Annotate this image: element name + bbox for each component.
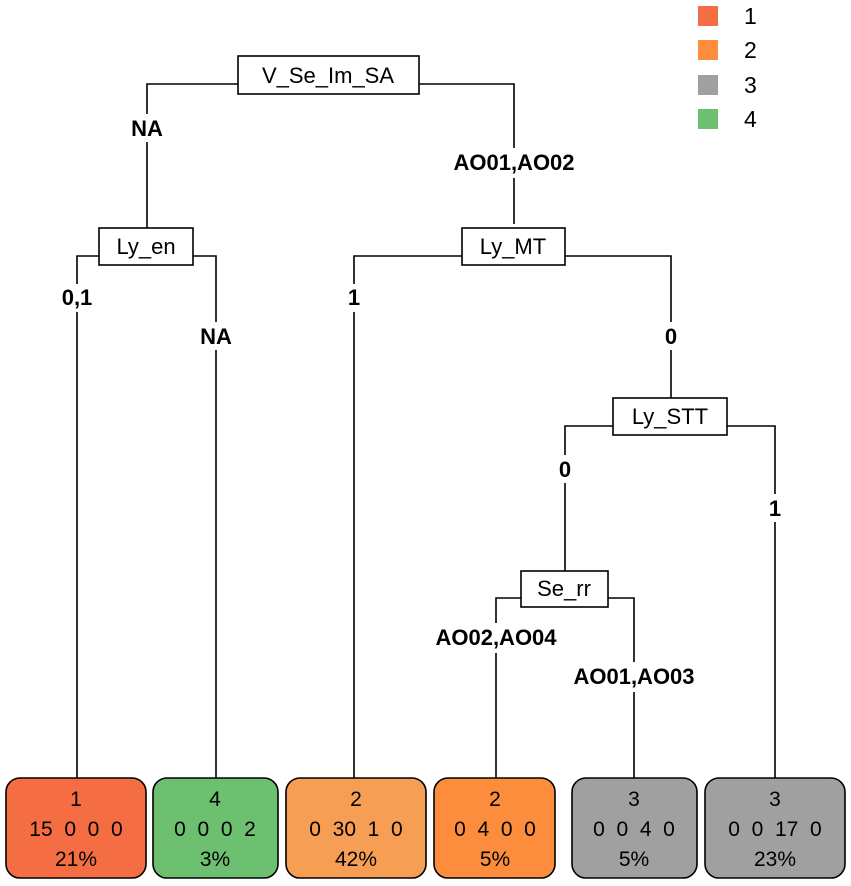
edge-root-left: [146, 83, 238, 230]
edge-ly-en-left: [76, 255, 99, 778]
legend-item-4: 4: [698, 106, 757, 132]
edge-label-ly-mt-left: 1: [348, 285, 360, 310]
legend-label-1: 1: [744, 3, 757, 29]
split-node-ly-en: Ly_en: [98, 227, 194, 266]
split-label-ly-en: Ly_en: [116, 234, 175, 259]
edge-labels: NA AO01,AO02 0,1 NA 1 0 0 1 AO02,AO04 AO…: [55, 114, 786, 692]
legend-item-1: 1: [698, 3, 757, 29]
leaf-class-5: 3: [628, 788, 640, 811]
edge-label-se-rr-right: AO01,AO03: [573, 664, 694, 689]
edge-label-ly-en-right: NA: [200, 324, 232, 349]
leaf-counts-5: 0 0 4 0: [593, 818, 675, 841]
legend-swatch-2: [698, 40, 718, 60]
leaf-counts-2: 0 0 0 2: [174, 818, 256, 841]
edge-ly-mt-right: [565, 255, 672, 398]
edge-ly-stt-right: [727, 425, 776, 778]
legend-swatch-4: [698, 109, 718, 129]
edge-label-ly-en-left: 0,1: [62, 285, 93, 310]
split-node-se-rr: Se_rr: [520, 570, 609, 608]
edge-ly-en-right: [193, 255, 217, 778]
split-node-ly-stt: Ly_STT: [612, 397, 728, 436]
leaf-counts-1: 15 0 0 0: [29, 818, 122, 841]
legend-label-2: 2: [744, 37, 757, 63]
split-nodes: V_Se_Im_SA Ly_en Ly_MT Ly_STT Se_rr: [98, 55, 728, 608]
split-label-root: V_Se_Im_SA: [262, 63, 394, 88]
split-label-ly-stt: Ly_STT: [632, 404, 708, 429]
leaf-pct-3: 42%: [335, 848, 377, 871]
edge-ly-stt-left: [564, 425, 613, 571]
leaf-counts-3: 0 30 1 0: [309, 818, 402, 841]
leaf-pct-4: 5%: [480, 848, 510, 871]
legend-label-4: 4: [744, 106, 757, 132]
leaf-box-2: [152, 777, 279, 879]
split-node-root: V_Se_Im_SA: [237, 55, 420, 95]
legend-label-3: 3: [744, 72, 757, 98]
leaf-pct-5: 5%: [619, 848, 649, 871]
leaf-box-1: [5, 777, 147, 879]
edge-ly-mt-left: [353, 255, 462, 778]
leaf-node-5: 3 0 0 4 0 5%: [571, 777, 698, 879]
leaf-class-6: 3: [769, 788, 781, 811]
legend-item-3: 3: [698, 72, 757, 98]
leaf-box-6: [704, 777, 846, 879]
edge-label-root-right: AO01,AO02: [453, 150, 574, 175]
legend-swatch-3: [698, 75, 718, 95]
leaf-pct-6: 23%: [754, 848, 796, 871]
leaf-class-1: 1: [70, 788, 82, 811]
edge-label-ly-mt-right: 0: [665, 324, 677, 349]
edge-label-root-left: NA: [131, 116, 163, 141]
edge-label-ly-stt-left: 0: [559, 457, 571, 482]
edge-se-rr-left: [495, 597, 521, 778]
leaf-nodes: 1 15 0 0 0 21% 4 0 0 0 2 3% 2 0 30 1 0 4…: [5, 777, 846, 879]
edge-se-rr-right: [608, 597, 635, 778]
leaf-class-4: 2: [489, 788, 501, 811]
leaf-box-5: [571, 777, 698, 879]
leaf-node-6: 3 0 0 17 0 23%: [704, 777, 846, 879]
legend: 1 2 3 4: [698, 3, 757, 132]
legend-item-2: 2: [698, 37, 757, 63]
edge-label-se-rr-left: AO02,AO04: [435, 625, 557, 650]
leaf-pct-1: 21%: [55, 848, 97, 871]
leaf-node-1: 1 15 0 0 0 21%: [5, 777, 147, 879]
leaf-node-2: 4 0 0 0 2 3%: [152, 777, 279, 879]
leaf-counts-4: 0 4 0 0: [454, 818, 536, 841]
leaf-node-4: 2 0 4 0 0 5%: [433, 777, 556, 879]
split-node-ly-mt: Ly_MT: [461, 227, 566, 266]
leaf-box-3: [285, 777, 427, 879]
leaf-counts-6: 0 0 17 0: [728, 818, 821, 841]
edge-label-ly-stt-right: 1: [769, 496, 781, 521]
leaf-class-3: 2: [350, 788, 362, 811]
split-label-se-rr: Se_rr: [537, 576, 591, 601]
legend-swatch-1: [698, 6, 718, 26]
leaf-box-4: [433, 777, 556, 879]
tree-edges: [76, 83, 776, 778]
leaf-node-3: 2 0 30 1 0 42%: [285, 777, 427, 879]
split-label-ly-mt: Ly_MT: [480, 234, 546, 259]
leaf-class-2: 4: [209, 788, 221, 811]
leaf-pct-2: 3%: [200, 848, 230, 871]
